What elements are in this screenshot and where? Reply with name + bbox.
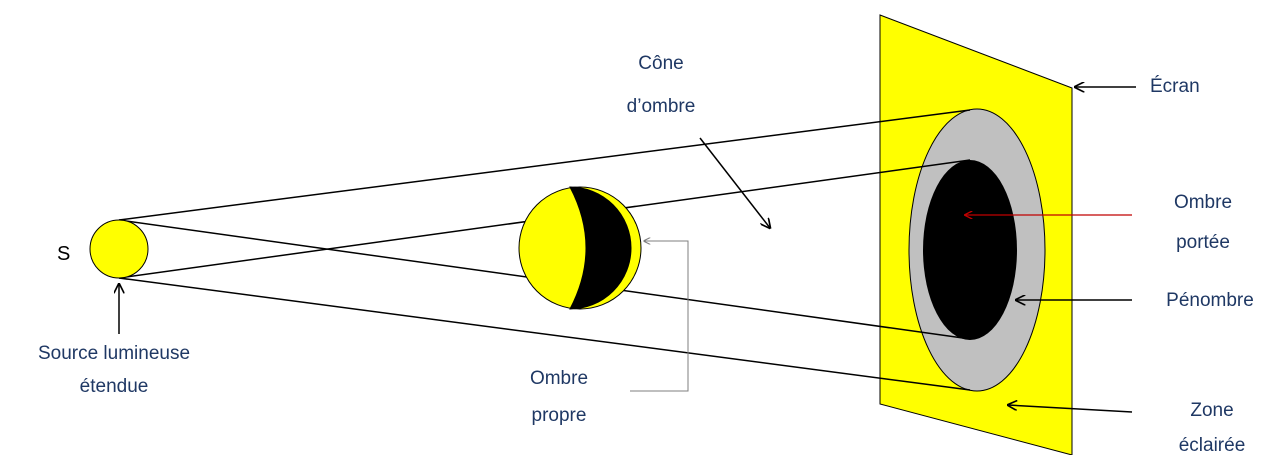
arrow-zone-eclairee: [1008, 405, 1133, 413]
label-propre-line1: Ombre: [530, 368, 588, 389]
label-portee-line1: Ombre: [1174, 192, 1232, 213]
ray-top-outer: [118, 109, 971, 221]
object-sphere: [518, 186, 642, 310]
arrow-cone: [699, 137, 770, 228]
label-source-letter: S: [57, 243, 70, 265]
object-own-shadow: [569, 186, 632, 310]
label-cone-line1: Cône: [638, 53, 683, 74]
label-portee-line2: portée: [1176, 232, 1230, 253]
cast-shadow-zone: [923, 160, 1017, 340]
label-zone-line1: Zone: [1190, 400, 1233, 421]
label-ecran: Écran: [1150, 76, 1200, 97]
arrow-ombre-propre: [630, 241, 689, 392]
light-source-sphere: [89, 219, 149, 279]
label-propre-line2: propre: [532, 405, 587, 426]
label-source-line1: Source lumineuse: [38, 343, 190, 364]
label-cone-line2: d’ombre: [627, 96, 696, 117]
label-zone-line2: éclairée: [1179, 435, 1246, 455]
ray-bottom-outer: [118, 277, 971, 391]
label-penombre: Pénombre: [1166, 290, 1254, 311]
label-source-line2: étendue: [80, 376, 149, 397]
